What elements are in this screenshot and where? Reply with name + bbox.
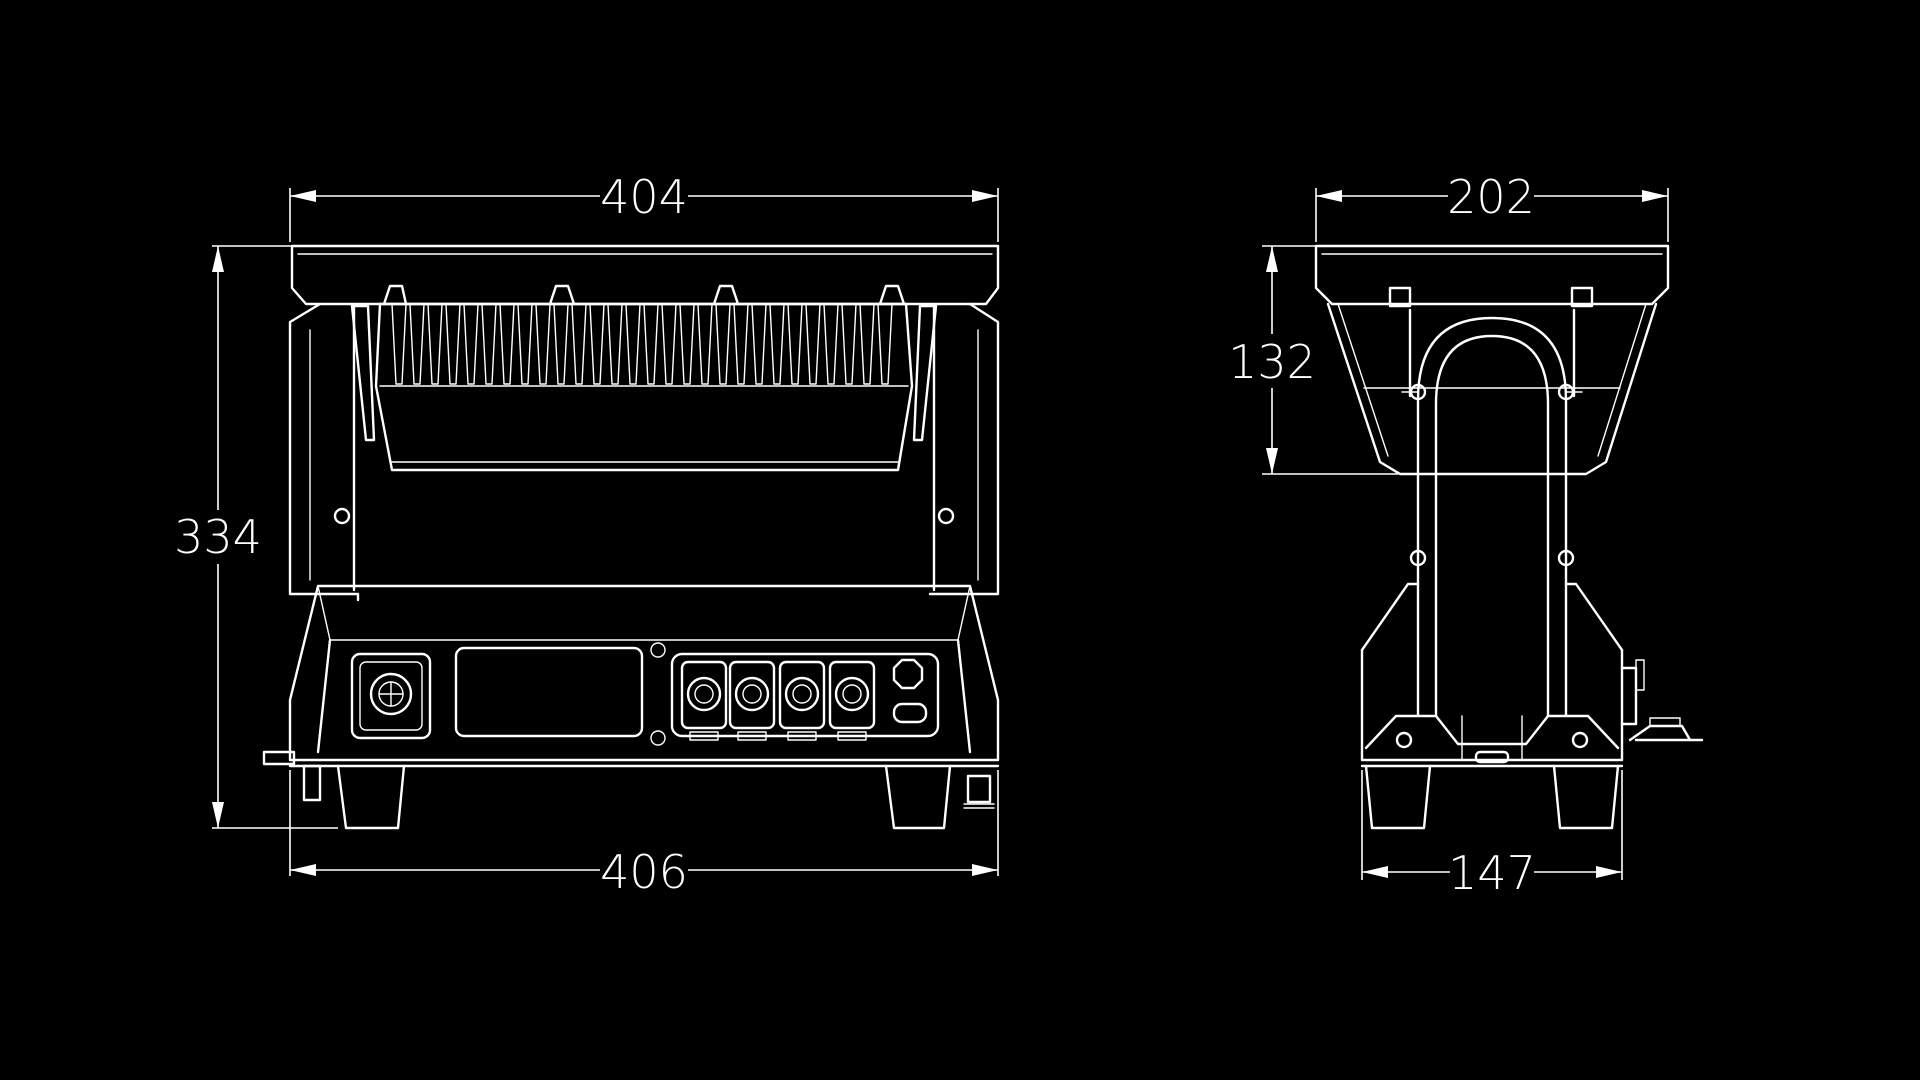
heatsink-fin: [733, 303, 749, 385]
heatsink-fin: [859, 303, 875, 385]
side-top-plate: [1314, 244, 1670, 308]
data-connectors: [680, 660, 876, 741]
front-head: [374, 284, 914, 472]
heatsink-fin: [679, 303, 695, 385]
heatsink-fin: [841, 303, 857, 385]
heatsink-fin: [805, 303, 821, 385]
side-yoke: [1401, 308, 1583, 718]
heatsink-fin: [517, 303, 533, 385]
heatsink-fin: [643, 303, 659, 385]
heatsink-fin: [661, 303, 677, 385]
front-bottom-width-label: 406: [600, 845, 688, 899]
front-base: [288, 584, 1000, 768]
heatsink-fin: [823, 303, 839, 385]
heatsink-fin: [697, 303, 713, 385]
heatsink-fin: [589, 303, 605, 385]
xlr-connector: [680, 660, 728, 741]
heatsink-fin: [553, 303, 569, 385]
front-feet: [262, 750, 995, 830]
front-height-label: 334: [174, 510, 262, 564]
side-dimensions: 202 132 147: [1228, 170, 1669, 900]
heatsink-fin: [571, 303, 587, 385]
side-view: [1314, 244, 1704, 830]
xlr-connector: [728, 660, 776, 741]
side-head: [1326, 302, 1658, 476]
display-window: [454, 642, 666, 746]
front-view: [262, 244, 1000, 830]
side-feet: [1364, 764, 1620, 830]
front-top-width-label: 404: [600, 170, 688, 224]
heatsink-fin: [445, 303, 461, 385]
heatsink-fin: [607, 303, 623, 385]
heatsink-fin: [427, 303, 443, 385]
heatsink-fin: [391, 303, 407, 385]
front-dimensions: 404 406 334: [174, 170, 999, 899]
heatsink-fins: [391, 303, 893, 385]
ethercon-connector: [828, 660, 876, 741]
heatsink-fin: [463, 303, 479, 385]
heatsink-fin: [409, 303, 425, 385]
side-base: [1360, 582, 1624, 768]
connector-panel: [670, 652, 940, 741]
heatsink-fin: [787, 303, 803, 385]
heatsink-fin: [481, 303, 497, 385]
heatsink-fin: [877, 303, 893, 385]
heatsink-fin: [499, 303, 515, 385]
ethercon-connector: [778, 660, 826, 741]
heatsink-fin: [535, 303, 551, 385]
side-base-width-label: 147: [1448, 846, 1536, 900]
front-top-plate: [290, 244, 1000, 306]
heatsink-fin: [769, 303, 785, 385]
heatsink-fin: [715, 303, 731, 385]
heatsink-fin: [751, 303, 767, 385]
side-connector: [1620, 659, 1704, 742]
power-connector: [350, 652, 432, 740]
front-yoke-arms: [288, 302, 1000, 602]
side-top-width-label: 202: [1447, 170, 1535, 224]
side-head-height-label: 132: [1228, 335, 1316, 389]
heatsink-fin: [625, 303, 641, 385]
